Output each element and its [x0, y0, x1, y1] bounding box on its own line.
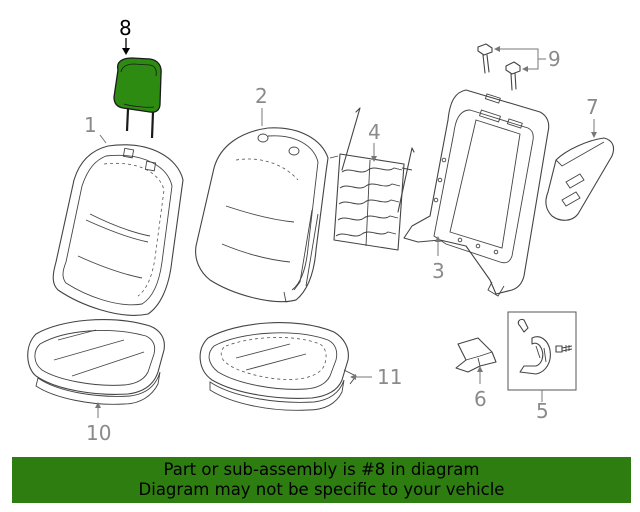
part-1-seat-back-cover[interactable] [52, 144, 184, 316]
part-6-bracket[interactable] [455, 337, 497, 373]
banner-line-1: Part or sub-assembly is #8 in diagram [163, 460, 480, 479]
parts-diagram: 8 1 2 3 4 5 6 7 9 10 11 [27, 16, 615, 445]
part-8-headrest[interactable] [113, 57, 162, 139]
part-3-seat-back-frame[interactable] [403, 89, 550, 297]
callout-10: 10 [86, 421, 111, 445]
part-info-banner: Part or sub-assembly is #8 in diagram Di… [12, 457, 631, 503]
part-2-seat-back-pad[interactable] [195, 127, 329, 303]
part-5-hook-kit[interactable] [507, 311, 577, 391]
callout-4: 4 [368, 120, 381, 144]
part-9-bolts[interactable] [477, 43, 521, 91]
callout-11: 11 [377, 365, 402, 389]
callout-5: 5 [536, 399, 549, 423]
callout-3: 3 [432, 259, 445, 283]
banner-line-2: Diagram may not be specific to your vehi… [138, 480, 505, 499]
callout-2: 2 [255, 84, 268, 108]
callout-1: 1 [84, 113, 97, 137]
part-7-side-panel[interactable] [545, 137, 615, 221]
part-4-spring-mat[interactable] [329, 107, 415, 251]
callout-9: 9 [548, 47, 561, 71]
callout-8: 8 [119, 16, 132, 40]
callout-7: 7 [586, 95, 599, 119]
part-10-seat-cushion-cover[interactable] [27, 319, 165, 405]
callout-6: 6 [474, 387, 487, 411]
part-11-seat-cushion-pad[interactable] [199, 322, 357, 411]
